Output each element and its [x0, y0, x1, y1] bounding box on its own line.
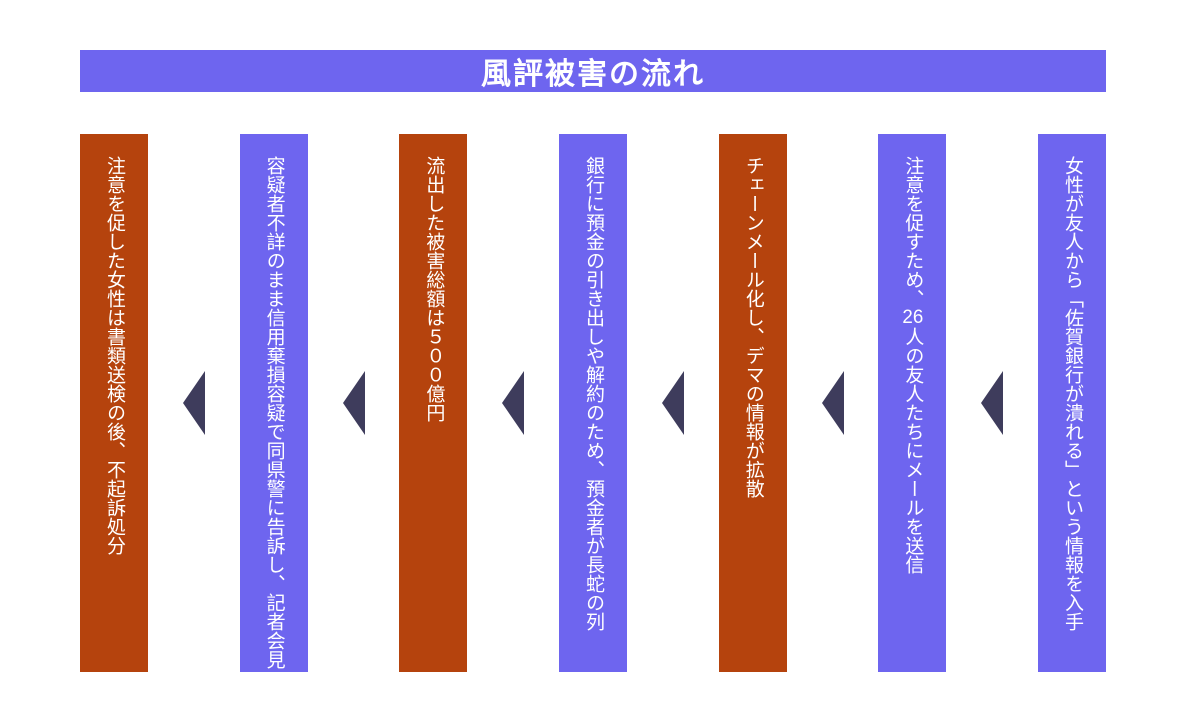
arrow-zone — [308, 134, 400, 672]
arrow-left-icon — [502, 371, 525, 435]
arrow-zone — [787, 134, 879, 672]
arrow-left-icon — [661, 371, 684, 435]
flow-step-text: チェーンメール化し、デマの情報が拡散 — [742, 156, 764, 498]
arrow-zone — [627, 134, 719, 672]
arrow-left-icon — [981, 371, 1004, 435]
arrow-zone — [148, 134, 240, 672]
flow-step-2: 容疑者不詳のまま信用棄損容疑で同県警に告訴し、記者会見 — [239, 134, 308, 672]
arrow-left-icon — [342, 371, 365, 435]
flow-step-7: 女性が友人から「佐賀銀行が潰れる」という情報を入手 — [1038, 134, 1107, 672]
flow-row: 注意を促した女性は書類送検の後、不起訴処分 容疑者不詳のまま信用棄損容疑で同県警に… — [80, 134, 1107, 672]
arrow-left-icon — [821, 371, 844, 435]
arrow-zone — [467, 134, 559, 672]
flow-step-6: 注意を促すため、26人の友人たちにメールを送信 — [878, 134, 947, 672]
flow-step-text: 人の友人たちにメールを送信 — [902, 327, 924, 574]
arrow-zone — [946, 134, 1038, 672]
diagram-title: 風評被害の流れ — [80, 50, 1106, 92]
flow-step-text: 26 — [902, 308, 924, 327]
flow-step-5: チェーンメール化し、デマの情報が拡散 — [718, 134, 787, 672]
flow-step-text: 女性が友人から「佐賀銀行が潰れる」という情報を入手 — [1062, 156, 1084, 631]
flow-step-text: 注意を促した女性は書類送検の後、不起訴処分 — [104, 156, 125, 555]
flow-step-text: 注意を促すため、 — [902, 156, 924, 308]
flow-step-1: 注意を促した女性は書類送検の後、不起訴処分 — [80, 134, 148, 672]
flow-step-4: 銀行に預金の引き出しや解約のため、預金者が長蛇の列 — [559, 134, 628, 672]
flow-step-text: 銀行に預金の引き出しや解約のため、預金者が長蛇の列 — [583, 156, 605, 631]
arrow-left-icon — [182, 371, 205, 435]
flow-step-text: 容疑者不詳のまま信用棄損容疑で同県警に告訴し、記者会見 — [263, 156, 285, 669]
flow-step-3: 流出した被害総額は５００億円 — [399, 134, 468, 672]
flow-step-text: 流出した被害総額は５００億円 — [423, 156, 445, 422]
